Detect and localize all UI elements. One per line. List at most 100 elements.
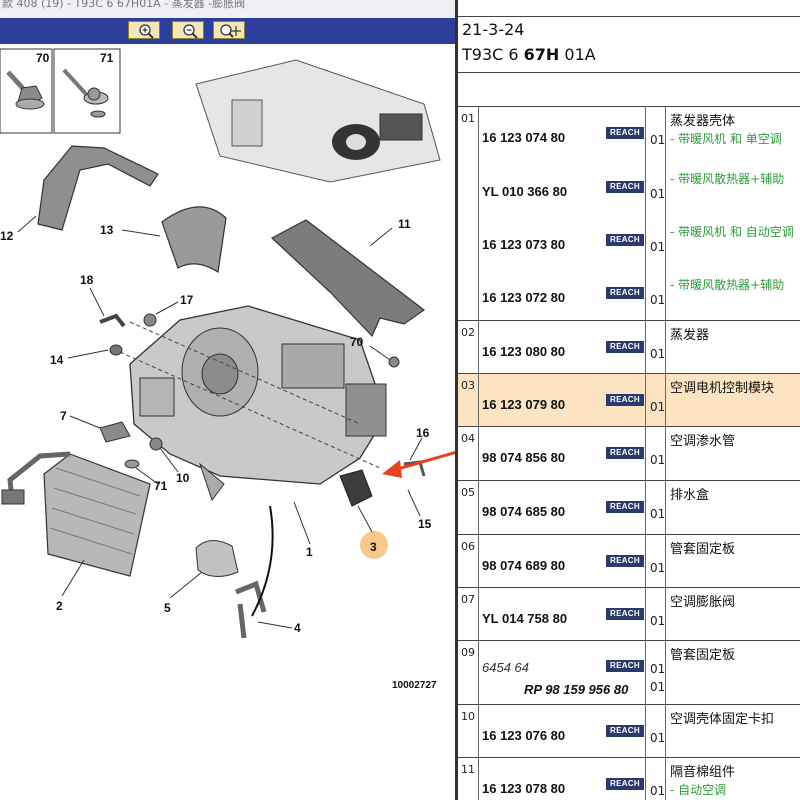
reach-badge: REACH — [606, 725, 644, 737]
row-separator — [458, 534, 800, 535]
part-description: 管套固定板 — [670, 542, 736, 557]
callout-7[interactable]: 7 — [60, 409, 67, 423]
callout-15[interactable]: 15 — [418, 517, 432, 531]
catalog-code-prefix: T93C 6 — [462, 45, 524, 64]
bolt-71-icon — [62, 68, 109, 118]
bolt-70-icon — [6, 70, 45, 110]
catalog-code-suffix: 01A — [559, 45, 596, 64]
callout-3[interactable]: 3 — [370, 540, 377, 554]
callout-71[interactable]: 71 — [100, 51, 114, 65]
callout-14[interactable]: 14 — [50, 353, 64, 367]
catalog-date: 21-3-24 — [462, 20, 525, 39]
part-description: 空调渗水管 — [670, 434, 736, 449]
highlight-arrow — [393, 451, 455, 472]
callout-2[interactable]: 2 — [56, 599, 63, 613]
line-number: 03 — [461, 379, 475, 392]
part-number[interactable]: 16 123 076 80 — [482, 728, 566, 743]
callout-10[interactable]: 10 — [176, 471, 190, 485]
evaporator-core-part — [1, 451, 151, 577]
part-number[interactable]: 98 074 685 80 — [482, 504, 566, 519]
part-description: 隔音棉组件 — [670, 765, 736, 780]
part-number[interactable]: YL 014 758 80 — [482, 611, 568, 626]
row-separator — [458, 320, 800, 321]
callout-13[interactable]: 13 — [100, 223, 114, 237]
reach-badge: REACH — [606, 778, 644, 790]
quantity: 01 — [650, 187, 666, 201]
part-number[interactable]: 98 074 856 80 — [482, 450, 566, 465]
reach-badge: REACH — [606, 181, 644, 193]
row-separator — [458, 426, 800, 427]
magnifier-minus-icon — [183, 24, 198, 39]
part-description: 蒸发器 — [670, 328, 710, 343]
callout-70[interactable]: 70 — [350, 335, 364, 349]
callout-4[interactable]: 4 — [294, 621, 301, 635]
part-number[interactable]: 16 123 080 80 — [482, 344, 566, 359]
reach-badge: REACH — [606, 394, 644, 406]
clip-10-part — [149, 437, 163, 451]
fastener-inset — [0, 48, 121, 134]
quantity: 01 — [650, 293, 666, 307]
callout-12[interactable]: 12 — [0, 229, 14, 243]
line-number: 04 — [461, 432, 475, 445]
reach-badge: REACH — [606, 127, 644, 139]
column-divider — [665, 106, 666, 800]
zoom-move-button[interactable] — [213, 21, 245, 39]
blower-housing-reference — [195, 59, 441, 183]
row-separator — [458, 704, 800, 705]
callout-18[interactable]: 18 — [80, 273, 94, 287]
column-divider — [645, 106, 646, 800]
reach-badge: REACH — [606, 608, 644, 620]
part-number[interactable]: 16 123 078 80 — [482, 781, 566, 796]
row-separator — [458, 587, 800, 588]
callout-71[interactable]: 71 — [154, 479, 168, 493]
callout-70[interactable]: 70 — [36, 51, 50, 65]
part-number[interactable]: 98 074 689 80 — [482, 558, 566, 573]
part-number[interactable]: 6454 64 — [482, 660, 529, 675]
zoom-out-button[interactable] — [172, 21, 204, 39]
callout-11[interactable]: 11 — [398, 217, 411, 231]
part-number[interactable]: YL 010 366 80 — [482, 184, 568, 199]
callout-5[interactable]: 5 — [164, 601, 171, 615]
quantity: 01 — [650, 662, 666, 676]
evaporator-housing-part — [129, 305, 387, 502]
reach-badge: REACH — [606, 660, 644, 672]
quantity: 01 — [650, 240, 666, 254]
callout-16[interactable]: 16 — [416, 426, 430, 440]
pane-divider[interactable] — [455, 0, 458, 800]
part-number[interactable]: 16 123 072 80 — [482, 290, 566, 305]
clamp-ring-part — [161, 206, 227, 274]
part-number[interactable]: 16 123 079 80 — [482, 397, 566, 412]
quantity: 01 — [650, 784, 666, 798]
line-number: 06 — [461, 540, 475, 553]
line-number: 10 — [461, 710, 475, 723]
row-separator — [458, 757, 800, 758]
quantity: 01 — [650, 614, 666, 628]
zoom-in-button[interactable] — [128, 21, 160, 39]
header-rule — [458, 106, 800, 107]
callout-1[interactable]: 1 — [306, 545, 313, 559]
part-note: - 带暖风机 和 单空调 — [670, 132, 782, 146]
catalog-code: T93C 6 67H 01A — [462, 45, 596, 64]
part-number[interactable]: 16 123 074 80 — [482, 130, 566, 145]
part-number[interactable]: 16 123 073 80 — [482, 237, 566, 252]
quantity-alt: 01 — [650, 680, 666, 694]
part-number-alt[interactable]: RP 98 159 956 80 — [524, 682, 629, 697]
callout-17[interactable]: 17 — [180, 293, 194, 307]
line-number: 05 — [461, 486, 475, 499]
magnifier-move-icon — [220, 24, 241, 38]
quantity: 01 — [650, 507, 666, 521]
motor-control-module-part — [339, 469, 373, 507]
